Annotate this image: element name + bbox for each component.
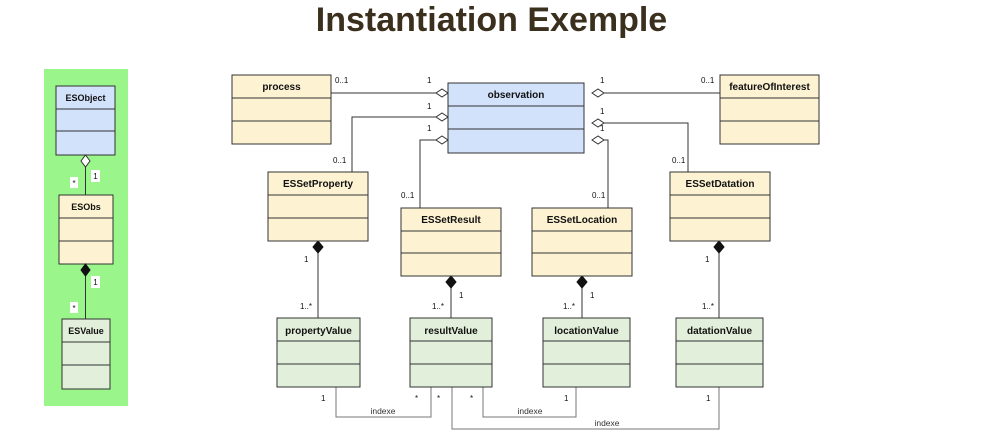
class-es-set-property-name: ESSetProperty [283, 179, 353, 190]
diamond-property-value [312, 240, 324, 254]
diamond-result-value [445, 275, 457, 289]
class-location-value-name: locationValue [554, 326, 619, 337]
multiplicity-labels: 0..1 1 1 0..1 1 0..1 1 0..1 1 0..1 1 0..… [300, 76, 715, 403]
diamond-process [435, 88, 449, 98]
link-indexe-1 [335, 387, 432, 418]
class-es-set-datation-name: ESSetDatation [686, 179, 755, 190]
assoc-indexe-2: indexe [517, 406, 542, 416]
class-property-value-name: propertyValue [285, 326, 352, 337]
class-observation: observation [447, 82, 585, 154]
diamond-property [435, 112, 449, 122]
mult-idx2-b: 1 [564, 394, 569, 403]
legend-mult-bg [91, 170, 100, 182]
class-feature-of-interest: featureOfInterest [719, 74, 820, 145]
class-es-set-property: ESSetProperty [267, 171, 369, 242]
class-datation-value: datationValue [675, 317, 764, 388]
link-location-observation [604, 139, 609, 208]
link-indexe-3 [451, 387, 720, 430]
legend-class-esvalue: ESValue [61, 318, 111, 390]
legend-mult-one-top: 1 [93, 172, 98, 181]
mult-prop-val-1: 1 [304, 255, 309, 264]
mult-prop-obs-0: 0..1 [333, 156, 347, 165]
legend-esobject-name: ESObject [65, 93, 105, 103]
mult-res-obs-1: 1 [427, 124, 432, 133]
association-lines [317, 92, 720, 430]
diamond-result [435, 135, 449, 145]
mult-loc-obs-0: 0..1 [592, 191, 606, 200]
mult-idx3-a: 1 [706, 394, 711, 403]
class-es-set-location-name: ESSetLocation [547, 215, 618, 226]
assoc-indexe-1: indexe [370, 406, 395, 416]
association-labels: indexe indexe indexe [370, 406, 619, 428]
class-es-set-result: ESSetResult [400, 207, 502, 277]
mult-idx2-a: * [470, 394, 473, 403]
legend-mult-one-bottom: 1 [93, 278, 98, 287]
class-es-set-result-name: ESSetResult [421, 215, 481, 226]
mult-loc-val-1: 1 [590, 291, 595, 300]
legend-class-esobs: ESObs [58, 194, 114, 265]
legend-mult-bg [70, 302, 78, 313]
diamond-datation [591, 118, 605, 128]
class-location-value: locationValue [542, 317, 631, 388]
mult-loc-obs-1: 1 [600, 124, 605, 133]
legend-composition-diamond [80, 263, 91, 277]
page-title: Instantiation Exemple [315, 1, 668, 39]
mult-dat-obs-0: 0..1 [672, 156, 686, 165]
legend-esobs-name: ESObs [71, 202, 101, 212]
mult-dat-obs-1: 1 [600, 107, 605, 116]
mult-process-obs-1: 1 [427, 76, 432, 85]
mult-idx1-a: 1 [321, 394, 326, 403]
mult-dat-val-n: 1..* [702, 302, 714, 311]
mult-process-obs-0: 0..1 [335, 76, 349, 85]
class-process-name: process [262, 82, 301, 93]
diamond-location-value [576, 275, 588, 289]
legend-panel: ESObject ESObs ESValue * 1 * 1 [44, 69, 128, 406]
class-datation-value-name: datationValue [687, 326, 752, 337]
mult-res-obs-0: 0..1 [401, 191, 415, 200]
link-datation-observation [604, 122, 689, 172]
mult-prop-val-n: 1..* [300, 302, 312, 311]
assoc-indexe-3: indexe [594, 418, 619, 428]
class-es-set-location: ESSetLocation [531, 207, 633, 277]
link-result-observation [419, 139, 436, 208]
link-indexe-2 [482, 387, 577, 418]
class-property-value: propertyValue [276, 317, 361, 388]
legend-mult-bg [70, 177, 78, 188]
mult-res-val-1: 1 [459, 291, 464, 300]
class-foi-name: featureOfInterest [729, 82, 810, 93]
mult-loc-val-n: 1..* [563, 302, 575, 311]
legend-mult-bg [91, 276, 100, 288]
mult-prop-obs-1: 1 [427, 102, 432, 111]
mult-idx1-c: * [437, 394, 440, 403]
diamond-foi [591, 88, 605, 98]
mult-idx1-b: * [415, 394, 418, 403]
class-result-value-name: resultValue [424, 326, 478, 337]
diamond-datation-value [713, 240, 725, 254]
legend-mult-star-bottom: * [72, 304, 75, 313]
diamond-location [591, 135, 605, 145]
legend-esvalue-name: ESValue [68, 326, 104, 336]
mult-res-val-n: 1..* [432, 302, 444, 311]
mult-dat-val-1: 1 [705, 255, 710, 264]
legend-class-esobject: ESObject [55, 85, 116, 156]
class-observation-name: observation [488, 90, 545, 101]
class-process: process [231, 74, 332, 145]
aggregation-diamonds [435, 88, 605, 145]
class-result-value: resultValue [409, 317, 493, 388]
legend-mult-star-top: * [72, 179, 75, 188]
legend-aggregation-diamond [80, 154, 91, 168]
mult-foi-obs-0: 0..1 [701, 76, 715, 85]
class-es-set-datation: ESSetDatation [669, 171, 771, 242]
link-property-observation [351, 116, 436, 172]
composition-diamonds [312, 240, 725, 289]
mult-foi-obs-1: 1 [600, 76, 605, 85]
